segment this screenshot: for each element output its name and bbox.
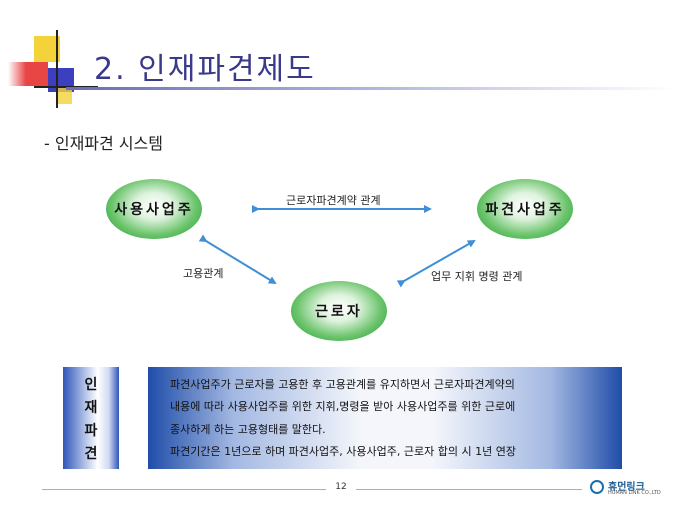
definition-heading-box (63, 367, 119, 469)
title-underline (66, 87, 676, 90)
node-worker: 근로자 (291, 281, 387, 341)
label-contract-relation: 근로자파견계약 관계 (286, 194, 381, 207)
brand-name: 휴먼링크 (608, 482, 645, 493)
node-dispatch-company: 파견사업주 (477, 179, 573, 239)
decor-yellow-square (34, 36, 60, 62)
definition-line: 내용에 따라 사용사업주를 위한 지휘,명령을 받아 사용사업주를 위한 근로에 (170, 400, 516, 413)
work-direction-arrow (396, 240, 476, 288)
definition-heading: 인 재 파 견 (63, 374, 119, 466)
footer-rule-right (356, 489, 582, 490)
heading-char: 파 (84, 423, 98, 439)
slide-title: 2. 인재파견제도 (94, 52, 316, 87)
label-employment-relation: 고용관계 (183, 267, 224, 280)
brand-subtitle: HUMAN LINK CO.,LTD (608, 490, 661, 496)
node-user-company: 사용사업주 (106, 179, 202, 239)
section-subtitle: - 인재파견 시스템 (44, 134, 163, 153)
definition-line: 파견사업주가 근로자를 고용한 후 고용관계를 유지하면서 근로자파견계약의 (170, 378, 515, 391)
decor-vertical-line (56, 30, 58, 108)
heading-char: 견 (84, 446, 98, 462)
definition-text-box (148, 367, 622, 469)
page-number: 12 (335, 482, 347, 492)
brand-logo-icon (590, 480, 604, 494)
label-work-direction-relation: 업무 지휘 명령 관계 (431, 270, 523, 283)
heading-char: 인 (84, 377, 98, 393)
decor-red-square (8, 62, 48, 86)
heading-char: 재 (84, 400, 98, 416)
definition-line: 파견기간은 1년으로 하며 파견사업주, 사용사업주, 근로자 합의 시 1년 … (170, 445, 516, 458)
decor-small-yellow-square (58, 88, 72, 104)
definition-line: 종사하게 하는 고용형태를 말한다. (170, 423, 326, 436)
employment-arrow (198, 234, 277, 285)
footer-rule-left (42, 489, 326, 490)
